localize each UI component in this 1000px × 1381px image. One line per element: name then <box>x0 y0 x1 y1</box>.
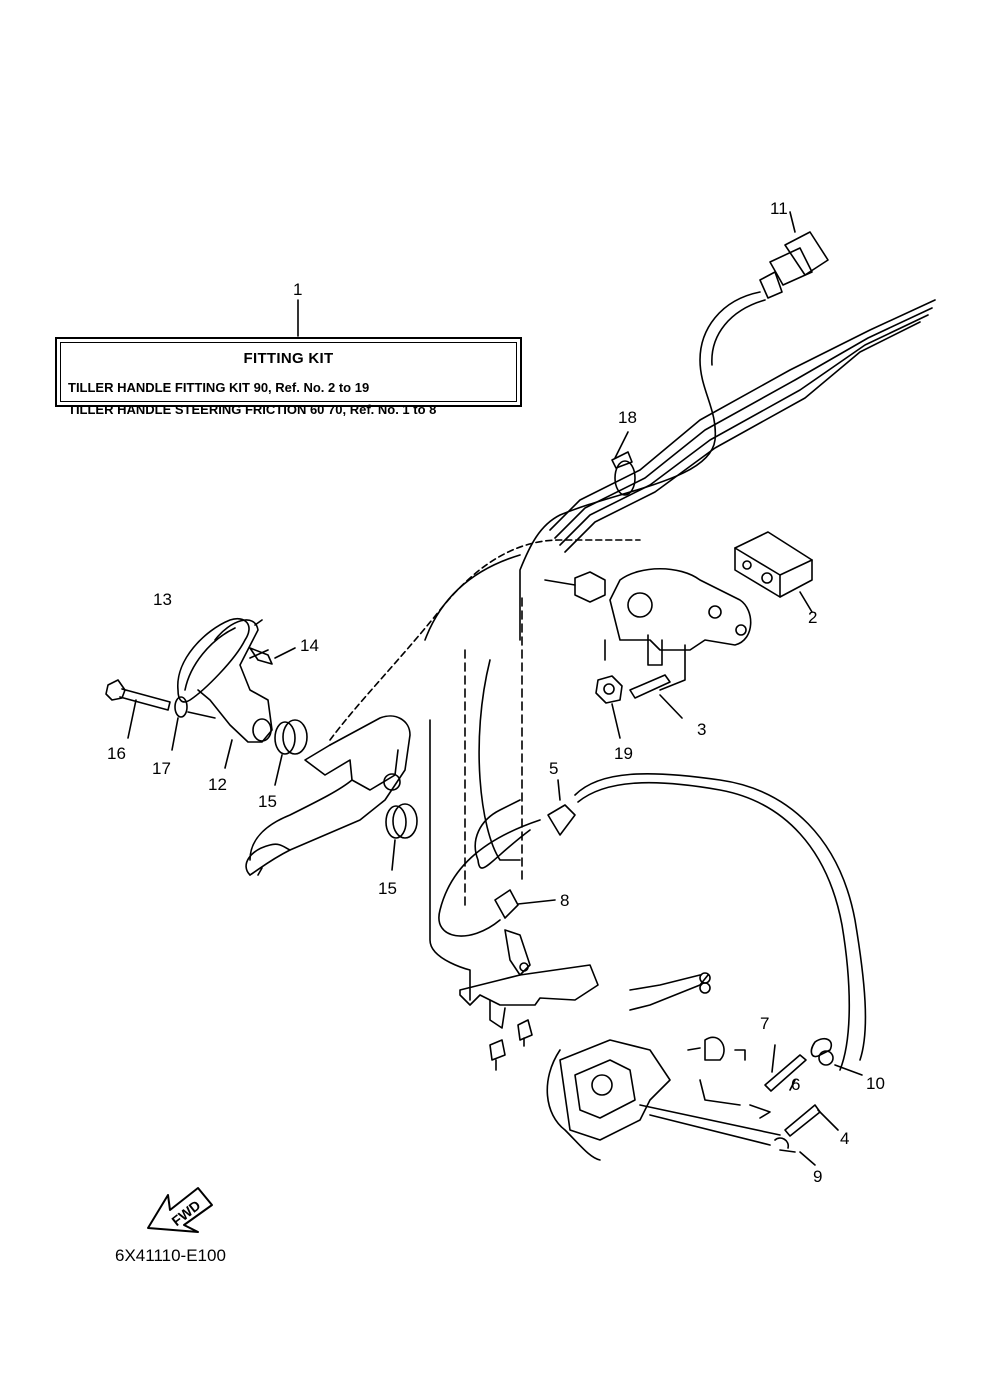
callout-7: 7 <box>760 1014 770 1033</box>
callout-10: 10 <box>866 1074 885 1093</box>
switch-module-2 <box>734 531 813 613</box>
callout-9: 9 <box>813 1167 823 1186</box>
callout-18: 18 <box>618 408 637 427</box>
callout-11: 11 <box>770 199 788 218</box>
fwd-arrow-icon <box>147 1187 213 1233</box>
harness-connector <box>544 571 606 603</box>
callout-12: 12 <box>208 775 227 794</box>
callout-4: 4 <box>840 1129 850 1148</box>
cable-clamp-18 <box>611 431 636 496</box>
connector-11 <box>759 211 829 299</box>
stud-3 <box>629 674 683 719</box>
clamp-8 <box>494 889 556 919</box>
callout-14: 14 <box>300 636 319 655</box>
screws <box>489 1019 533 1071</box>
callout-17: 17 <box>152 759 171 778</box>
callout-2: 2 <box>808 608 818 627</box>
callout-19: 19 <box>614 744 633 763</box>
figure-code: 6X41110-E100 <box>115 1246 226 1265</box>
nut-19 <box>595 675 623 739</box>
callout-1: 1 <box>293 280 303 299</box>
callout-13: 13 <box>153 590 172 609</box>
callout-8: 8 <box>560 891 570 910</box>
callout-15-upper: 15 <box>258 792 277 811</box>
callout-15-lower: 15 <box>378 879 397 898</box>
friction-knob-assembly <box>105 618 296 769</box>
callout-6: 6 <box>791 1075 801 1094</box>
kit-line-1: TILLER HANDLE FITTING KIT 90, Ref. No. 2… <box>68 380 370 395</box>
clamp-5 <box>547 779 576 836</box>
callout-16: 16 <box>107 744 126 763</box>
kit-title: FITTING KIT <box>243 350 334 367</box>
fitting-kit-box: FITTING KIT TILLER HANDLE FITTING KIT 90… <box>55 337 522 417</box>
cable-ends <box>749 1038 863 1166</box>
bushing-15-lower <box>385 803 418 871</box>
control-cables <box>438 291 936 1071</box>
callout-5: 5 <box>549 759 559 778</box>
callout-3: 3 <box>697 720 707 739</box>
kit-line-2: TILLER HANDLE STEERING FRICTION 60 70, R… <box>68 402 437 417</box>
shift-throttle-linkage <box>546 972 781 1161</box>
tiller-bracket <box>245 539 752 1029</box>
bushing-15-upper <box>274 719 308 786</box>
